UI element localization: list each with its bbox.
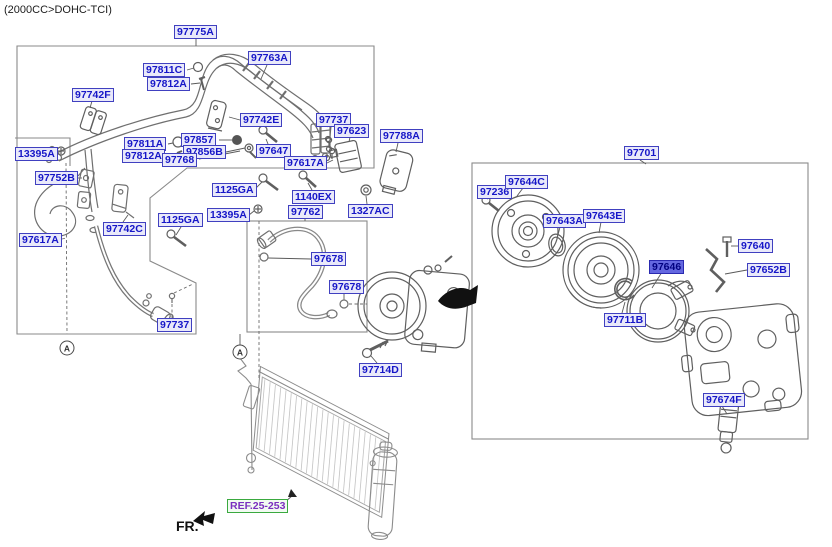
frame-bolt-corner xyxy=(15,137,71,166)
part-label-97742E-5[interactable]: 97742E xyxy=(240,113,283,127)
fr-label: FR. xyxy=(176,518,199,534)
part-label-1327AC-19[interactable]: 1327AC xyxy=(348,204,393,218)
compressor-detail-drawing xyxy=(481,194,803,454)
part-label-13395A-9[interactable]: 13395A xyxy=(15,147,58,161)
frame-hose-assembly xyxy=(16,45,375,335)
part-label-97768-14[interactable]: 97768 xyxy=(162,153,198,167)
part-label-13395A-22[interactable]: 13395A xyxy=(207,208,250,222)
compressor-body xyxy=(680,303,803,417)
part-label-1140EX-18[interactable]: 1140EX xyxy=(292,190,335,204)
part-label-97644C-32[interactable]: 97644C xyxy=(505,175,548,189)
part-label-97617A-25[interactable]: 97617A xyxy=(19,233,62,247)
part-label-97857-12[interactable]: 97857 xyxy=(181,133,217,147)
part-label-REF.25-253-40[interactable]: REF.25-253 xyxy=(227,499,289,513)
part-label-97811C-2[interactable]: 97811C xyxy=(143,63,186,77)
part-label-97711B-35[interactable]: 97711B xyxy=(604,313,647,327)
ref-arrowhead xyxy=(288,489,297,497)
part-label-97674F-39[interactable]: 97674F xyxy=(703,393,745,407)
pulley-97643e xyxy=(562,231,640,309)
part-label-97763A-1[interactable]: 97763A xyxy=(248,51,291,65)
hose-hardware-drawing xyxy=(56,61,414,248)
condenser-drawing xyxy=(237,357,398,541)
suction-pipe-drawing xyxy=(256,226,349,320)
part-label-97752B-24[interactable]: 97752B xyxy=(35,171,78,185)
part-label-1125GA-17[interactable]: 1125GA xyxy=(212,183,257,197)
bracket-97652b xyxy=(705,248,726,293)
part-label-97652B-38[interactable]: 97652B xyxy=(747,263,790,277)
part-label-97788A-8[interactable]: 97788A xyxy=(380,129,423,143)
field-coil-97646 xyxy=(626,279,696,343)
engine-spec-label: (2000CC>DOHC-TCI) xyxy=(4,4,112,16)
part-label-97812A-3[interactable]: 97812A xyxy=(147,77,190,91)
part-label-97646-36[interactable]: 97646 xyxy=(649,260,685,274)
part-label-97678-27[interactable]: 97678 xyxy=(311,252,347,266)
part-label-97643A-33[interactable]: 97643A xyxy=(543,214,586,228)
part-label-97714D-29[interactable]: 97714D xyxy=(359,363,402,377)
part-label-97623-7[interactable]: 97623 xyxy=(334,124,370,138)
part-label-97640-37[interactable]: 97640 xyxy=(738,239,774,253)
liquid-line-drawing xyxy=(34,148,176,328)
part-label-1125GA-21[interactable]: 1125GA xyxy=(158,213,203,227)
section-marker-A-0: A xyxy=(59,340,75,356)
part-label-97737-26[interactable]: 97737 xyxy=(157,318,193,332)
part-label-97643E-34[interactable]: 97643E xyxy=(583,209,626,223)
detail-view-arrow xyxy=(438,285,478,309)
frame-suction-pipe xyxy=(246,220,368,333)
section-marker-A-1: A xyxy=(232,344,248,360)
part-label-97737-6[interactable]: 97737 xyxy=(316,113,352,127)
bracket-97742e xyxy=(206,99,227,130)
part-label-97236-31[interactable]: 97236 xyxy=(477,185,513,199)
part-label-97742C-23[interactable]: 97742C xyxy=(103,222,146,236)
clutch-disc-97644c xyxy=(491,194,565,268)
part-label-97647-15[interactable]: 97647 xyxy=(256,144,292,158)
part-label-97811A-10[interactable]: 97811A xyxy=(124,137,167,151)
part-label-97812A-11[interactable]: 97812A xyxy=(122,149,165,163)
expansion-valve-97623 xyxy=(328,139,362,174)
bracket-97788a xyxy=(379,149,414,195)
receiver-drier xyxy=(367,441,398,541)
part-label-97617A-16[interactable]: 97617A xyxy=(284,156,327,170)
part-label-97678-28[interactable]: 97678 xyxy=(329,280,365,294)
clip-97811c xyxy=(192,61,204,73)
part-label-97762-20[interactable]: 97762 xyxy=(288,205,324,219)
fr-direction-arrow xyxy=(193,511,215,526)
oring-97643a xyxy=(548,233,566,257)
grommet-97857 xyxy=(232,135,242,145)
part-label-97701-30[interactable]: 97701 xyxy=(624,146,660,160)
part-label-97775A-0[interactable]: 97775A xyxy=(174,25,217,39)
bracket-97742c xyxy=(111,183,129,213)
part-label-97742F-4[interactable]: 97742F xyxy=(72,88,114,102)
